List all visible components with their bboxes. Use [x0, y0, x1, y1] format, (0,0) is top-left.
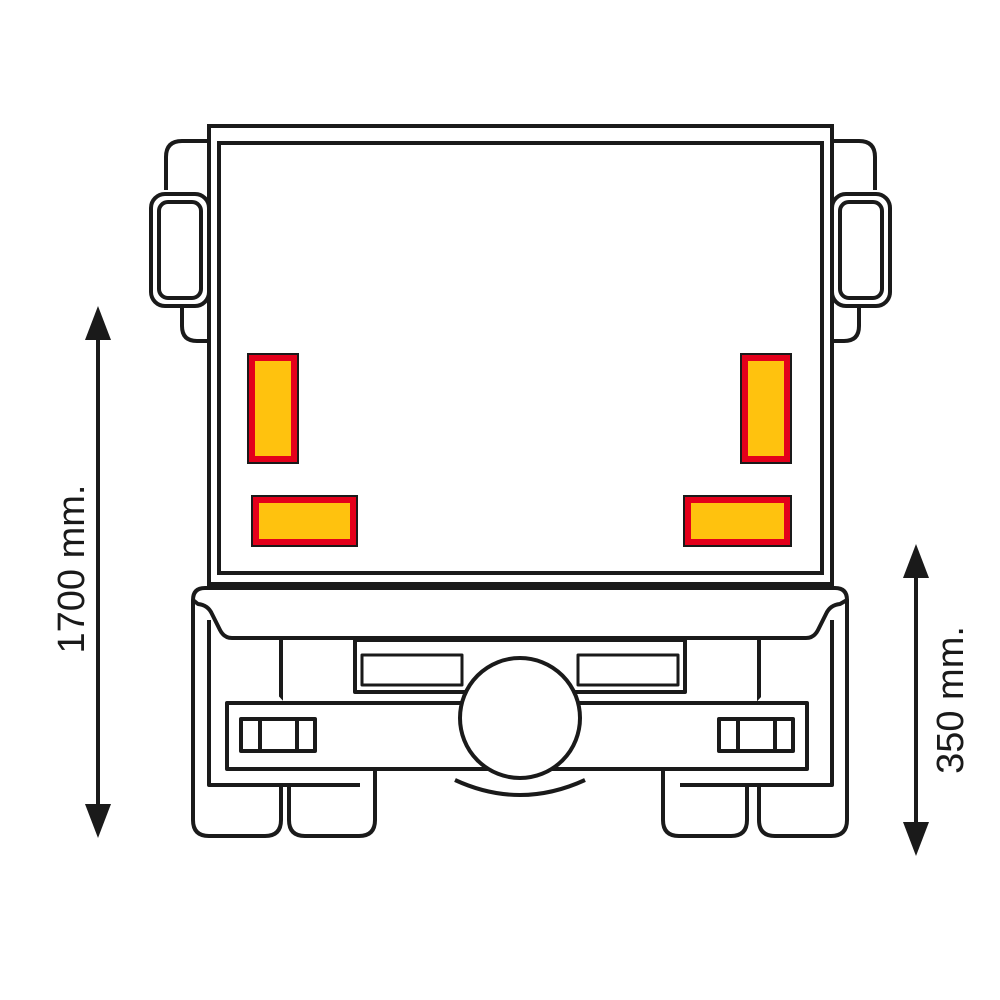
chassis — [191, 586, 849, 838]
rear-light-right — [717, 717, 795, 753]
dimension-1700: 1700 mm. — [51, 306, 111, 838]
arrow-up-icon — [85, 306, 111, 340]
arrow-down-icon — [903, 822, 929, 856]
height-label-350: 350 mm. — [930, 626, 972, 774]
differential — [458, 656, 582, 780]
right-mirror — [830, 139, 892, 343]
underride-bar — [191, 586, 849, 640]
dimension-350: 350 mm. — [903, 544, 972, 856]
height-label-1700: 1700 mm. — [51, 485, 93, 654]
left-mirror — [149, 139, 211, 343]
rear-reflectors — [247, 353, 792, 547]
arrow-up-icon — [903, 544, 929, 578]
rear-light-left — [239, 717, 317, 753]
arrow-down-icon — [85, 804, 111, 838]
